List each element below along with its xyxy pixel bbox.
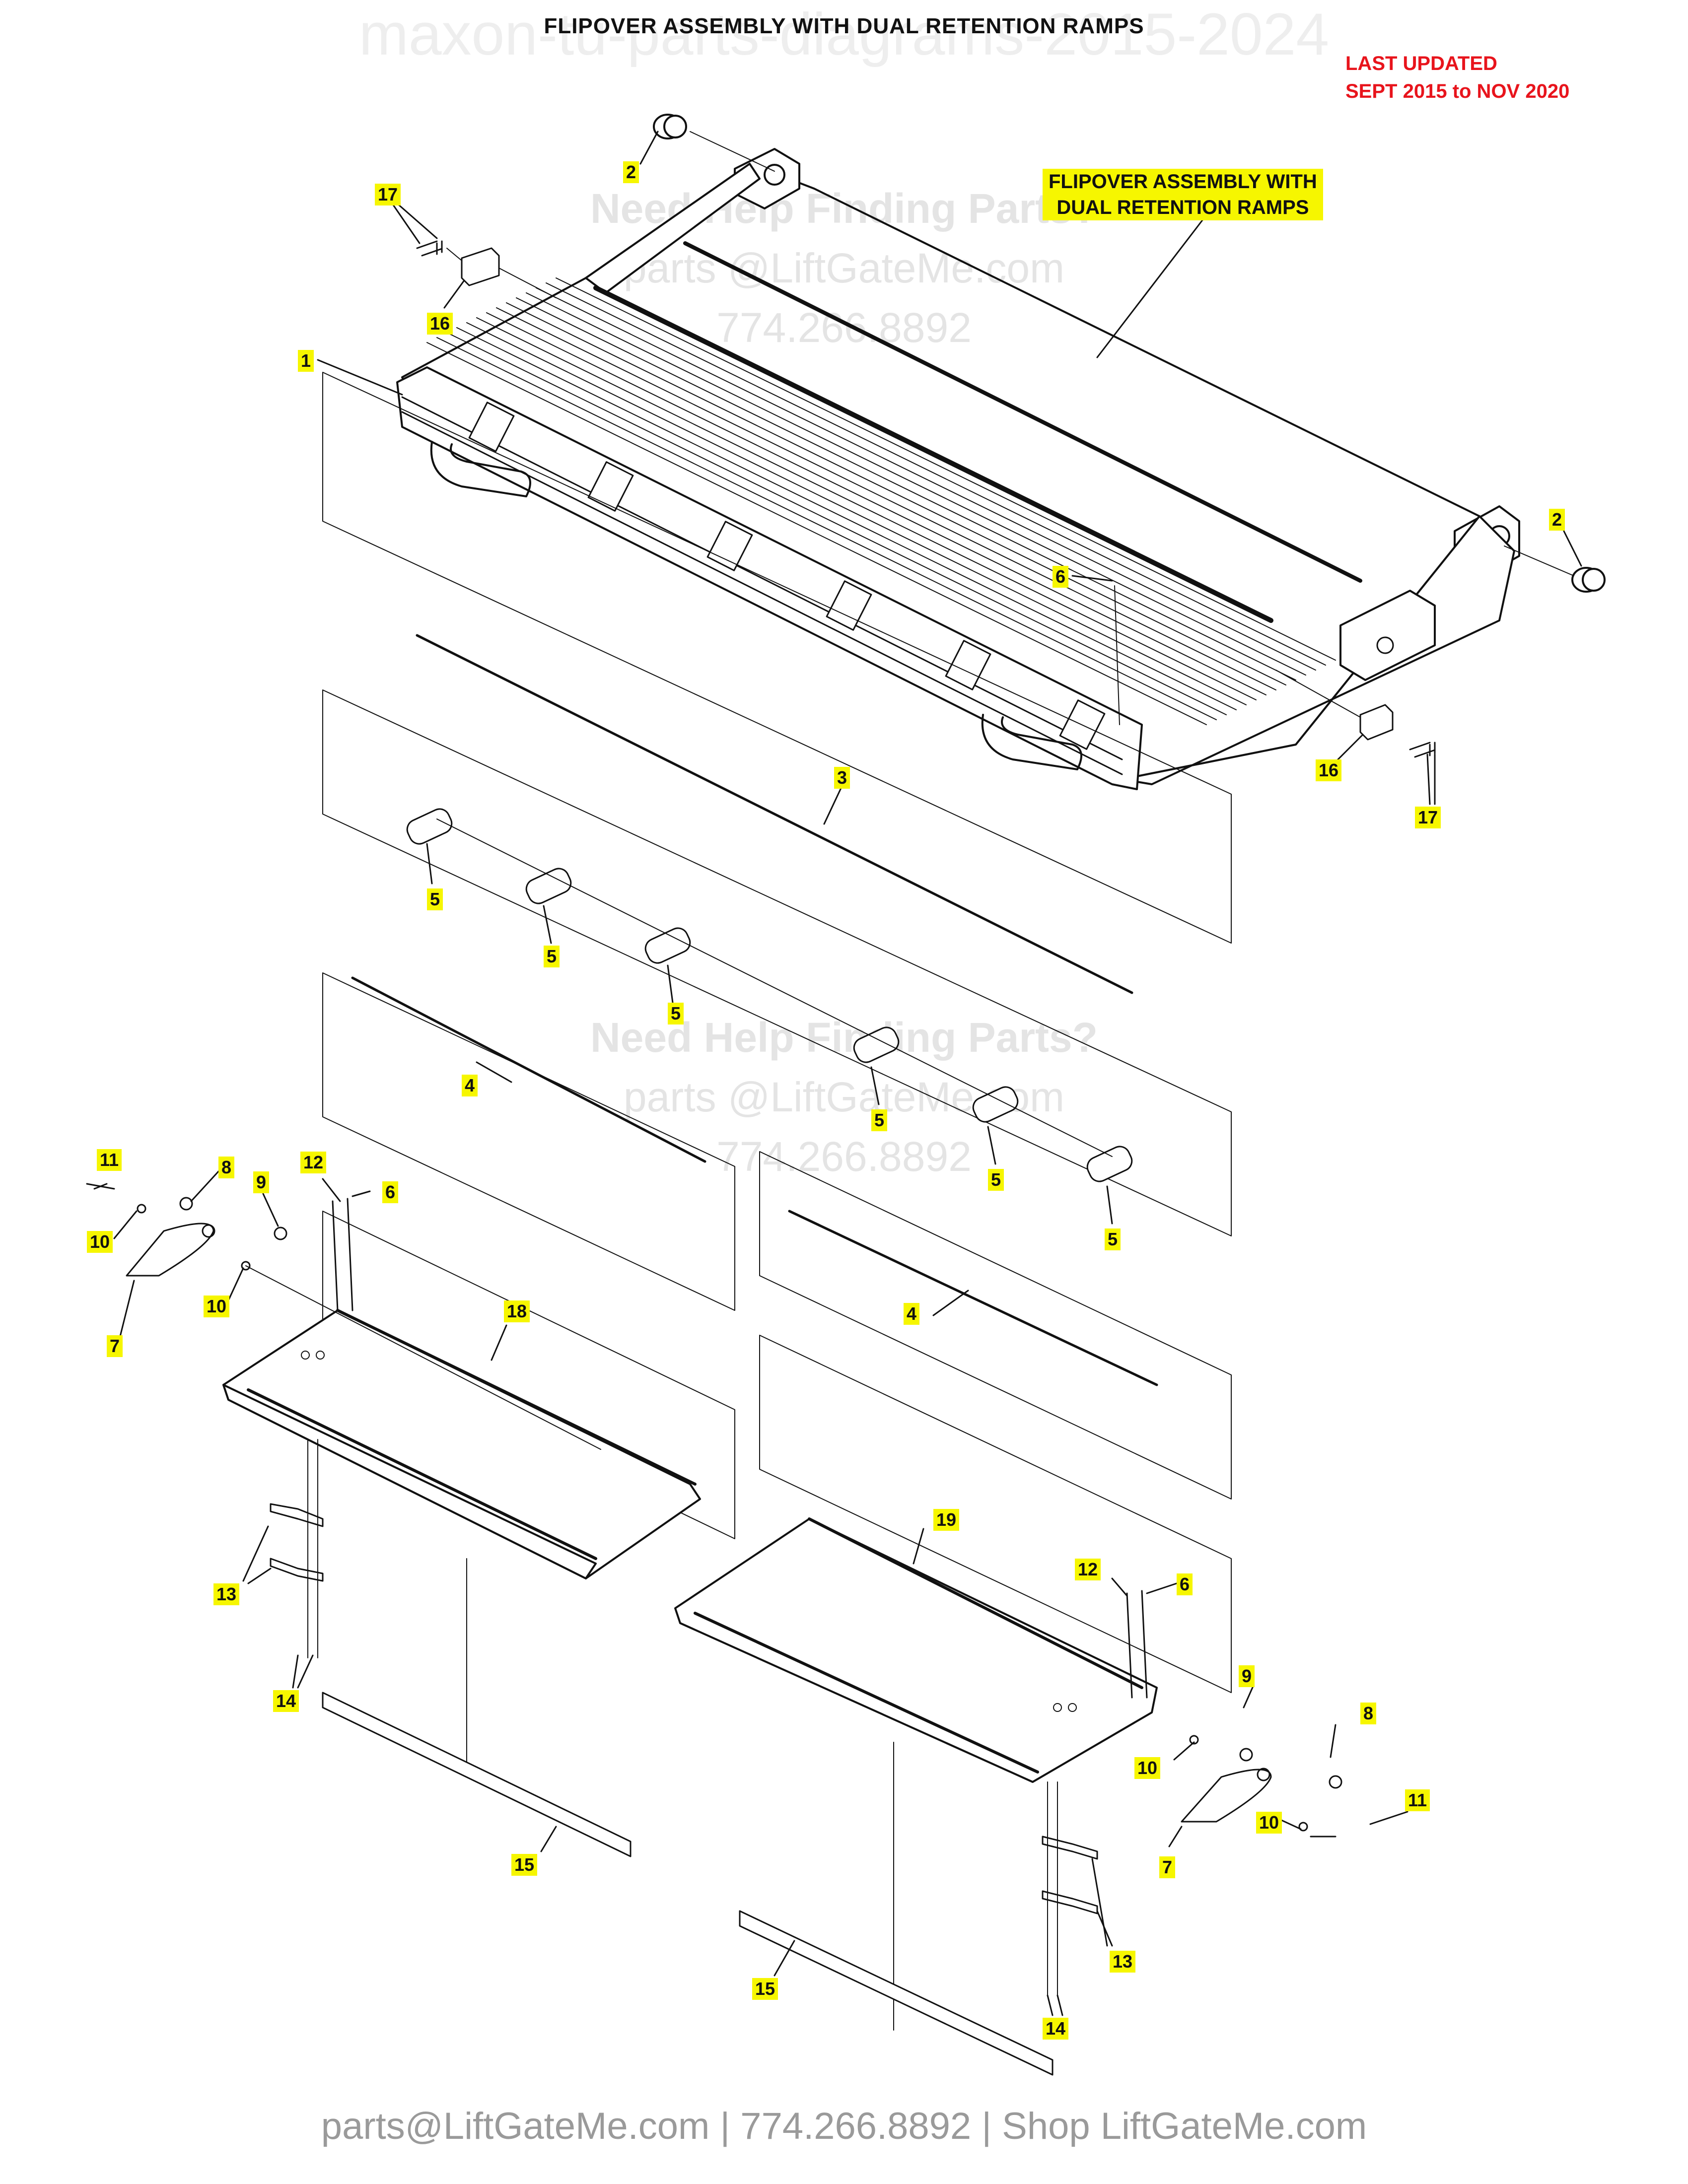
part-label-9-left[interactable]: 9 (253, 1171, 270, 1193)
part-label-5a[interactable]: 5 (427, 888, 443, 910)
part-label-17-top[interactable]: 17 (375, 184, 401, 205)
part-label-4-left[interactable]: 4 (462, 1075, 478, 1096)
part-label-7-left[interactable]: 7 (107, 1335, 123, 1357)
part-label-8-left[interactable]: 8 (218, 1157, 235, 1178)
part-label-6-top[interactable]: 6 (1053, 566, 1069, 588)
last-updated-line1: LAST UPDATED (1345, 53, 1497, 74)
part-label-16-top[interactable]: 16 (427, 313, 453, 335)
bolts-17-top (416, 240, 462, 261)
pivot-blocks-5 (406, 808, 1133, 1182)
part-label-10c[interactable]: 10 (1134, 1757, 1161, 1779)
linkage-right (1126, 1590, 1342, 1838)
part-label-6-right[interactable]: 6 (1177, 1573, 1193, 1595)
block-16-right (1275, 670, 1394, 741)
part-label-7-right[interactable]: 7 (1159, 1856, 1176, 1878)
part-label-6-left[interactable]: 6 (382, 1181, 399, 1203)
watermark-help-1-line3: 774.266.8892 (716, 304, 972, 351)
part-label-14-left[interactable]: 14 (273, 1690, 299, 1712)
part-label-10d[interactable]: 10 (1256, 1812, 1282, 1834)
ramp-19 (674, 1517, 1158, 2031)
leader-lines (93, 131, 1582, 2016)
part-label-16-right[interactable]: 16 (1316, 759, 1342, 781)
last-updated-note: LAST UPDATED SEPT 2015 to NOV 2020 (1345, 50, 1569, 105)
linkage-left (86, 1183, 601, 1450)
part-label-18[interactable]: 18 (504, 1300, 530, 1322)
part-label-5b[interactable]: 5 (544, 946, 560, 967)
part-label-12-right[interactable]: 12 (1075, 1559, 1101, 1580)
part-label-5d[interactable]: 5 (871, 1109, 888, 1131)
part-label-2-top[interactable]: 2 (623, 161, 639, 183)
brackets-13-left (270, 1439, 324, 1658)
last-updated-line2: SEPT 2015 to NOV 2020 (1345, 80, 1570, 102)
part-label-5f[interactable]: 5 (1105, 1228, 1121, 1250)
part-label-10b[interactable]: 10 (204, 1296, 230, 1317)
plug-2-top (653, 114, 775, 172)
part-label-15-right[interactable]: 15 (752, 1978, 778, 2000)
part-label-14-right[interactable]: 14 (1043, 2018, 1069, 2040)
part-label-11-right[interactable]: 11 (1405, 1789, 1430, 1811)
part-label-4-right[interactable]: 4 (904, 1303, 920, 1325)
part-label-11-left[interactable]: 11 (97, 1149, 122, 1171)
brackets-13-right (1042, 1781, 1098, 1996)
assembly-callout: FLIPOVER ASSEMBLY WITH DUAL RETENTION RA… (1043, 169, 1323, 220)
part-label-5e[interactable]: 5 (988, 1169, 1004, 1191)
bolts-17-right (1409, 742, 1436, 758)
watermark-help-1-line2: parts @LiftGateMe.com (623, 245, 1065, 291)
part-label-13-left[interactable]: 13 (213, 1583, 240, 1605)
part-label-13-right[interactable]: 13 (1110, 1951, 1136, 1973)
part-label-5c[interactable]: 5 (668, 1003, 684, 1024)
assembly-callout-line2: DUAL RETENTION RAMPS (1056, 197, 1309, 218)
part-label-8-right[interactable]: 8 (1360, 1703, 1377, 1724)
footer-contact: parts@LiftGateMe.com | 774.266.8892 | Sh… (321, 2105, 1367, 2147)
plug-2-right (1504, 546, 1606, 593)
watermark-help-2-line3: 774.266.8892 (716, 1133, 972, 1180)
part-label-10a[interactable]: 10 (87, 1231, 113, 1253)
platform-assembly (396, 148, 1520, 790)
part-label-2-right[interactable]: 2 (1549, 509, 1565, 531)
part-label-12-left[interactable]: 12 (300, 1152, 327, 1173)
ramp-18 (222, 1309, 701, 1763)
block-16-top (461, 247, 557, 298)
part-label-19[interactable]: 19 (933, 1509, 960, 1531)
part-label-1[interactable]: 1 (298, 350, 314, 372)
watermark-top: maxon-tu-parts-diagrams-2015-2024 (358, 1, 1330, 68)
part-label-15-left[interactable]: 15 (511, 1854, 538, 1876)
part-label-17-right[interactable]: 17 (1415, 807, 1441, 828)
part-label-3[interactable]: 3 (834, 767, 850, 789)
part-label-9-right[interactable]: 9 (1239, 1665, 1255, 1687)
page-title: FLIPOVER ASSEMBLY WITH DUAL RETENTION RA… (544, 14, 1144, 38)
assembly-callout-line1: FLIPOVER ASSEMBLY WITH (1049, 171, 1317, 193)
